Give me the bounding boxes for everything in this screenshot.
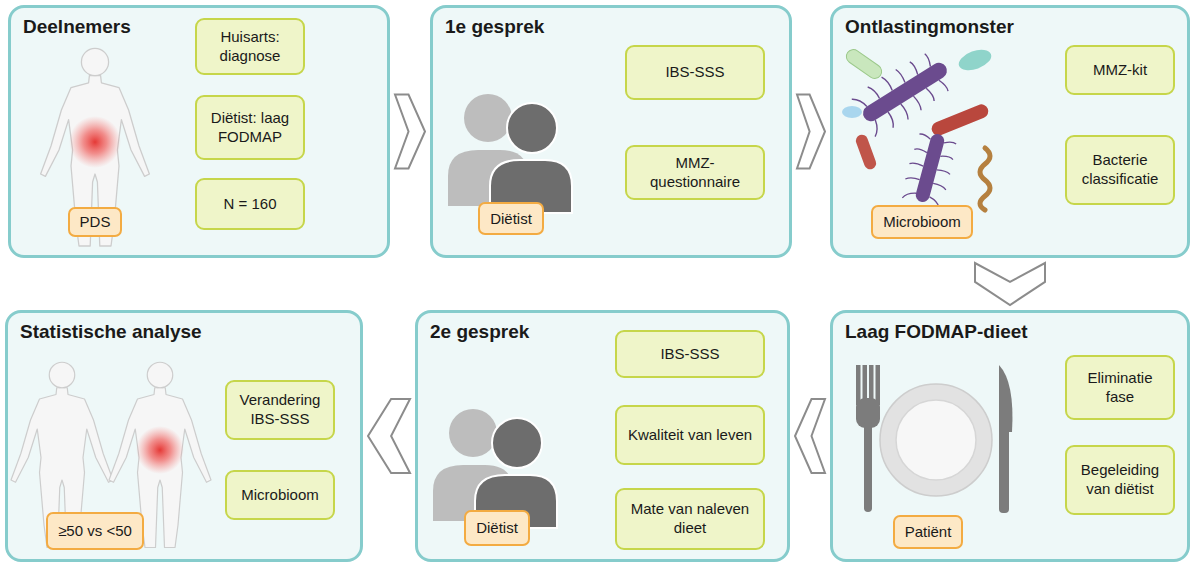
fork-tine [876,365,881,405]
item-box: Verandering IBS-SSS [225,380,335,440]
item-box: Bacterie classificatie [1065,135,1175,205]
knife-blade [999,365,1012,432]
bacterium [844,47,885,81]
bacterium-cilia [900,133,958,208]
item-box: MMZ-questionnaire [625,145,765,200]
bacterium [900,129,959,208]
subject-tag: Diëtist [478,202,544,235]
plate-rim [880,384,992,496]
plate-center [896,400,976,480]
item-text: Microbioom [883,213,961,231]
item-text: Microbioom [241,486,319,505]
fork-icon [856,365,880,512]
item-text: Diëtist [476,519,518,537]
item-text: IBS-SSS [660,345,719,364]
bacterium [956,46,994,75]
item-box: Eliminatie fase [1065,355,1175,420]
step-title: Laag FODMAP-dieet [833,313,1187,344]
spiral-bacterium [980,148,990,210]
pain-glow [69,116,121,168]
item-text: N = 160 [224,195,277,214]
human-figure [11,362,113,547]
item-box: Mate van naleven dieet [615,488,765,550]
item-text: PDS [80,213,111,231]
item-text: IBS-SSS [665,63,724,82]
item-text: Verandering IBS-SSS [233,391,327,429]
item-text: MMZ-questionnaire [633,154,757,192]
item-box: Begeleiding van diëtist [1065,445,1175,515]
bacterium [930,102,991,137]
item-text: Mate van naleven dieet [623,500,757,538]
item-text: Begeleiding van diëtist [1073,461,1167,499]
bacterium [842,106,862,118]
flow-chevron [975,263,1045,305]
item-text: ≥50 vs <50 [58,522,132,540]
item-text: Kwaliteit van leven [628,426,752,445]
human-figure [41,48,150,246]
bacterium-body [844,47,885,81]
item-text: Eliminatie fase [1073,369,1167,407]
item-box: Diëtist: laag FODMAP [195,95,305,160]
subject-tag: Patiënt [893,515,964,549]
subject-tag: ≥50 vs <50 [46,512,144,550]
step-title: Ontlastingmonster [833,8,1187,39]
human-figure [109,362,211,547]
item-text: Diëtist [490,210,532,228]
people-icon [433,409,557,528]
subject-tag: Diëtist [464,510,530,546]
knife-icon [999,365,1012,513]
fork-handle [864,420,872,512]
item-box: IBS-SSS [625,45,765,100]
item-box: IBS-SSS [615,330,765,378]
step-title: 1e gesprek [433,8,789,39]
step-title: Statistische analyse [8,313,360,344]
item-box: MMZ-kit [1065,45,1175,95]
pain-glow [136,426,184,474]
knife-handle [999,428,1009,513]
bacterium-body [930,102,991,137]
item-text: Huisarts: diagnose [203,28,297,66]
item-box: N = 160 [195,178,305,230]
item-text: Diëtist: laag FODMAP [203,109,297,147]
flow-chevron [795,399,825,473]
bacterium [854,133,878,171]
step-panel: OntlastingmonsterMicrobioom MMZ-kitBacter… [830,5,1190,258]
item-box: Huisarts: diagnose [195,18,305,75]
item-text: Patiënt [905,523,952,541]
fork-tine [856,365,861,405]
item-box: Microbioom [225,470,335,520]
item-text: Bacterie classificatie [1073,151,1167,189]
item-text: MMZ-kit [1093,61,1147,80]
item-box: Kwaliteit van leven [615,405,765,465]
people-icon [448,94,572,213]
bacterium-body [914,132,946,203]
flow-chevron [797,95,825,169]
flow-chevron [395,95,425,169]
subject-tag: Microbioom [871,205,973,239]
flow-chevron [368,399,410,473]
subject-tag: PDS [68,207,123,237]
bacterium-body [854,133,878,171]
